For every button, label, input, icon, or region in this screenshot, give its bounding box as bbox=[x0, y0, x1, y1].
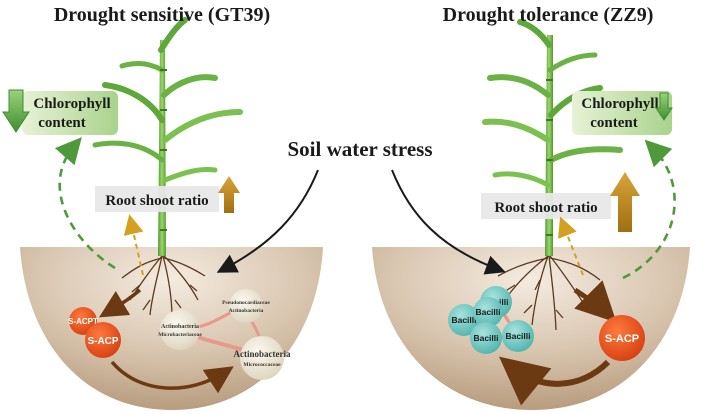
left-micro-a-label: Microbacteriaceae bbox=[158, 332, 202, 338]
right-bacilli-node-5 bbox=[502, 320, 534, 352]
left-plant bbox=[92, 17, 243, 256]
left-chlorophyll-line2: content bbox=[38, 115, 86, 131]
right-chlorophyll-box: Chlorophyll content bbox=[572, 91, 672, 135]
right-root-shoot-up-arrow-icon bbox=[610, 172, 640, 232]
left-root-shoot-up-arrow-icon bbox=[218, 176, 240, 213]
right-chlorophyll-down-arrow-icon bbox=[655, 92, 673, 121]
left-chlorophyll-box: Chlorophyll content bbox=[22, 91, 118, 135]
right-root-shoot-box bbox=[481, 193, 611, 219]
right-green-dashed-arrow bbox=[622, 139, 676, 280]
left-pseudonocardiaceae-node bbox=[229, 289, 263, 323]
left-microco-label: Micrococcaceae bbox=[243, 362, 281, 368]
right-sacp-label: S-ACP bbox=[605, 333, 639, 345]
right-title: Drought tolerance (ZZ9) bbox=[443, 4, 654, 26]
right-bacilli-label-5: Bacilli bbox=[505, 331, 530, 341]
right-chlorophyll-line1: Chlorophyll bbox=[581, 96, 658, 112]
right-gold-dashed-arrow bbox=[558, 216, 584, 276]
right-bacilli-node-4 bbox=[470, 322, 502, 354]
right-sacp-bubble bbox=[599, 315, 645, 361]
right-chlorophyll-line2: content bbox=[590, 115, 638, 131]
right-brown-arrow-to-bacilli bbox=[499, 356, 611, 406]
right-bacilli-label-3: Bacilli bbox=[475, 307, 500, 317]
left-title: Drought sensitive (GT39) bbox=[54, 4, 270, 26]
left-green-dashed-arrow bbox=[54, 137, 116, 270]
left-bacteria-network: Actinobacteria Microbacteriaceae Pseudon… bbox=[158, 289, 291, 380]
left-actino-small-label: Actinobacteria bbox=[229, 308, 264, 314]
left-pseudo-label: Pseudonocardiaceae bbox=[222, 300, 270, 306]
left-brown-arrow-to-sacp bbox=[98, 288, 142, 318]
right-plant bbox=[482, 19, 623, 256]
right-bacilli-network: Bacilli Bacilli Bacilli Bacilli Bacilli bbox=[448, 286, 534, 354]
right-bacilli-label-4: Bacilli bbox=[473, 333, 498, 343]
left-root-shoot-box bbox=[95, 186, 219, 212]
left-sacp-label: S-ACP bbox=[87, 336, 118, 347]
left-brown-arrow-to-bacteria bbox=[110, 360, 234, 394]
right-bacilli-node-3 bbox=[473, 297, 503, 327]
left-actinobacteria-node-b bbox=[240, 336, 284, 380]
left-actino-a-label: Actinobacteria bbox=[161, 324, 199, 330]
stress-arrow-right bbox=[391, 169, 506, 275]
right-brown-arrow-to-sacp bbox=[573, 280, 617, 323]
soil-water-stress-label: Soil water stress bbox=[287, 137, 432, 161]
right-bacilli-node-2 bbox=[448, 304, 480, 336]
left-actino-big-label: Actinobacteria bbox=[234, 349, 291, 359]
right-root-shoot-label: Root shoot ratio bbox=[494, 200, 597, 216]
left-root-shoot-label: Root shoot ratio bbox=[105, 193, 208, 209]
left-chlorophyll-line1: Chlorophyll bbox=[33, 96, 110, 112]
left-sacpt-label: S-ACPT bbox=[68, 317, 98, 326]
right-bacilli-label-2: Bacilli bbox=[451, 315, 476, 325]
stress-arrow-left bbox=[216, 169, 319, 273]
right-roots bbox=[497, 255, 601, 331]
left-actinobacteria-node-a bbox=[160, 310, 200, 350]
left-gold-dashed-arrow bbox=[123, 214, 144, 276]
left-sacp-bubble bbox=[85, 322, 121, 358]
left-chlorophyll-down-arrow-icon bbox=[2, 89, 30, 133]
